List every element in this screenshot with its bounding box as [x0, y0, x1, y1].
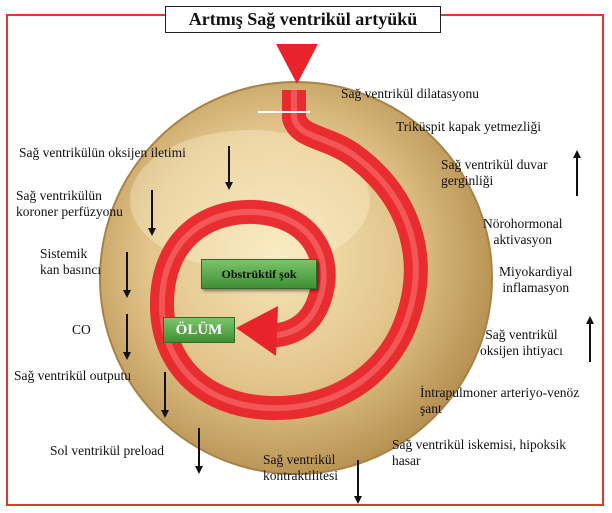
label-line: Sağ ventrikül iskemisi, hipoksik	[392, 437, 566, 453]
label-rv-output: Sağ ventrikül outputu	[14, 368, 131, 384]
label-line: Sistemik	[40, 246, 101, 262]
label-rv-wall-tension: Sağ ventrikül duvar gerginliği	[441, 157, 547, 189]
label-lv-preload: Sol ventrikül preload	[50, 443, 164, 459]
label-rv-oxygen-delivery: Sağ ventrikülün oksijen iletimi	[19, 145, 186, 161]
obstructive-shock-box: Obstrüktif şok	[201, 259, 317, 289]
label-line: Sağ ventrikül	[263, 452, 338, 468]
label-line: Miyokardiyal	[499, 264, 573, 280]
death-box: ÖLÜM	[163, 317, 235, 343]
label-line: Sağ ventrikül	[480, 327, 563, 343]
label-av-shunt: İntrapulmoner arteriyo-venöz şant	[420, 385, 579, 417]
label-line: gerginliği	[441, 173, 547, 189]
label-line: şant	[420, 401, 579, 417]
title-box: Artmış Sağ ventrikül artyükü	[165, 6, 441, 33]
label-rv-oxygen-demand: Sağ ventrikül oksijen ihtiyacı	[480, 327, 563, 359]
label-line: koroner perfüzyonu	[16, 204, 123, 220]
label-line: Sağ ventrikülün	[16, 188, 123, 204]
label-line: aktivasyon	[483, 232, 562, 248]
label-line: hasar	[392, 453, 566, 469]
label-line: kontraktilitesi	[263, 468, 338, 484]
label-myocardial-inflammation: Miyokardiyal inflamasyon	[499, 264, 573, 296]
label-rv-ischemia: Sağ ventrikül iskemisi, hipoksik hasar	[392, 437, 566, 469]
top-arrow	[276, 44, 318, 84]
label-co: CO	[72, 322, 91, 338]
label-rv-dilatation: Sağ ventrikül dilatasyonu	[341, 86, 479, 102]
label-line: oksijen ihtiyacı	[480, 343, 563, 359]
label-line: Nörohormonal	[483, 216, 562, 232]
label-line: Sağ ventrikül duvar	[441, 157, 547, 173]
death-label: ÖLÜM	[176, 322, 223, 339]
label-neurohormonal: Nörohormonal aktivasyon	[483, 216, 562, 248]
label-rv-contractility: Sağ ventrikül kontraktilitesi	[263, 452, 338, 484]
obstructive-shock-label: Obstrüktif şok	[221, 267, 296, 282]
label-systemic-bp: Sistemik kan basıncı	[40, 246, 101, 278]
label-line: İntrapulmoner arteriyo-venöz	[420, 385, 579, 401]
label-line: inflamasyon	[499, 280, 573, 296]
label-rv-coronary-perfusion: Sağ ventrikülün koroner perfüzyonu	[16, 188, 123, 220]
label-line: kan basıncı	[40, 262, 101, 278]
label-tricuspid: Triküspit kapak yetmezliği	[396, 119, 541, 135]
diagram-title: Artmış Sağ ventrikül artyükü	[189, 9, 418, 30]
